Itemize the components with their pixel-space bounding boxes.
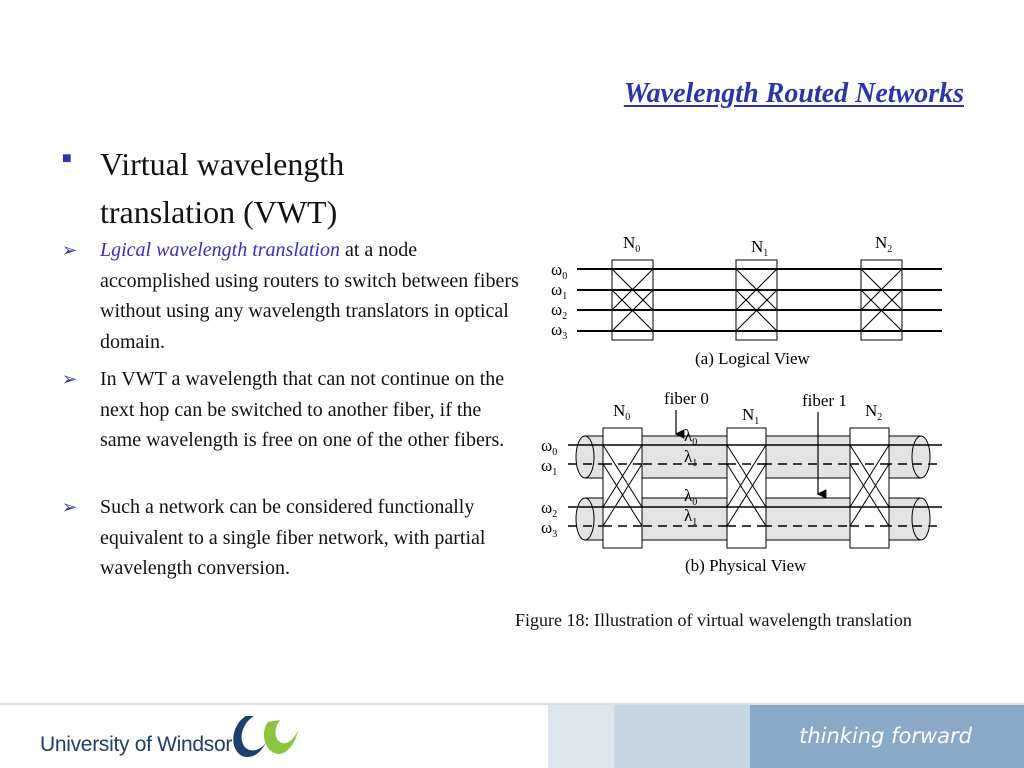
omega-label: ω0 (541, 436, 557, 458)
omega-label: ω2 (541, 498, 557, 520)
university-name: University of Windsor (40, 733, 233, 756)
figure-caption: Figure 18: Illustration of virtual wavel… (515, 610, 912, 630)
switch-node-0 (602, 427, 643, 549)
omega-label: ω3 (551, 320, 567, 342)
sub-bullet-2: ➢ In VWT a wavelength that can not conti… (62, 364, 522, 456)
slide-title: Wavelength Routed Networks (623, 78, 964, 109)
footer-band-mid (614, 705, 750, 768)
arrow-bullet-icon: ➢ (62, 369, 78, 389)
node-label: N2 (865, 401, 882, 423)
omega-label: ω1 (541, 456, 557, 478)
fiber-label: fiber 0 (664, 389, 709, 408)
omega-label: ω1 (551, 280, 567, 302)
switch-node-2 (849, 427, 890, 549)
omega-label: ω0 (551, 260, 567, 282)
sub-bullet-text: In VWT a wavelength that can not continu… (100, 368, 505, 451)
node-label: N1 (742, 405, 759, 427)
physical-view-label: (b) Physical View (685, 556, 807, 575)
lambda-label: λ1 (684, 447, 697, 469)
lambda-label: λ1 (684, 506, 697, 528)
switch-node-1 (726, 427, 767, 549)
node-label: N0 (613, 401, 630, 423)
square-bullet-icon: ■ (62, 150, 72, 167)
footer-tagline: thinking forward (799, 724, 972, 748)
node-label: N2 (875, 233, 892, 255)
fiber-label: fiber 1 (802, 391, 847, 410)
node-label: N1 (751, 237, 768, 259)
university-logo-icon (233, 716, 298, 758)
main-bullet: ■ Virtual wavelength translation (VWT) (62, 140, 442, 236)
sub-bullet-text: at a node accomplished using routers to … (100, 239, 519, 353)
footer-band-dark (750, 705, 1024, 768)
omega-label: ω3 (541, 518, 557, 540)
highlight-text: Lgical wavelength translation (100, 239, 340, 261)
footer-divider (0, 703, 1024, 705)
vwt-figure: N0 N1 N2 ω0 ω1 ω2 ω3 (a) Logical View (541, 233, 942, 575)
sub-bullet-text: Such a network can be considered functio… (100, 496, 486, 579)
physical-view: N0 N1 N2 fiber 0 fiber 1 λ0 λ1 λ0 λ1 ω0 … (541, 389, 942, 575)
arrow-bullet-icon: ➢ (62, 497, 78, 517)
switch-node-2 (860, 259, 903, 341)
lambda-label: λ0 (684, 426, 697, 448)
sub-bullet-3: ➢ Such a network can be considered funct… (62, 492, 522, 584)
sub-bullet-1: ➢ Lgical wavelength translation at a nod… (62, 235, 522, 357)
lambda-label: λ0 (684, 486, 697, 508)
logical-view-label: (a) Logical View (695, 349, 811, 368)
logical-view: N0 N1 N2 ω0 ω1 ω2 ω3 (a) Logical View (551, 233, 942, 368)
arrow-bullet-icon: ➢ (62, 240, 78, 260)
main-bullet-text: Virtual wavelength translation (VWT) (100, 146, 345, 230)
switch-node-1 (735, 259, 778, 341)
switch-node-0 (611, 259, 654, 341)
omega-label: ω2 (551, 300, 567, 322)
node-label: N0 (623, 233, 640, 255)
footer-band-light (548, 705, 614, 768)
